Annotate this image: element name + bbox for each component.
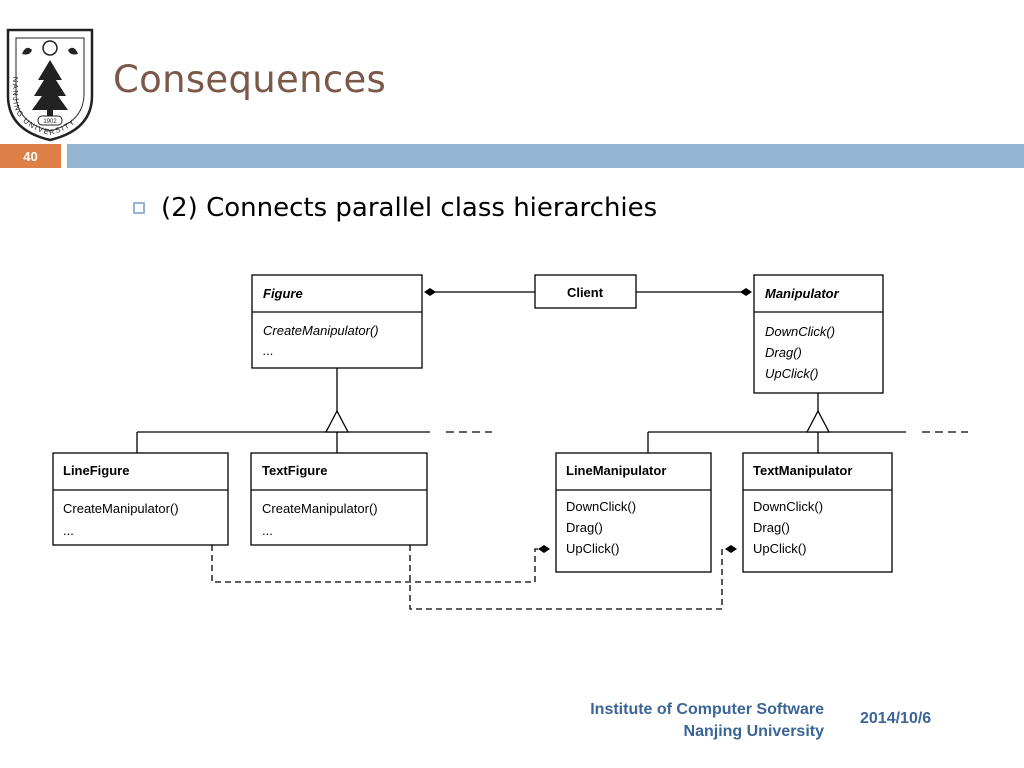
- slide-title: Consequences: [113, 58, 387, 101]
- class-name-line-manipulator: LineManipulator: [566, 463, 666, 478]
- footer-university-line: Nanjing University: [683, 723, 824, 740]
- text-manipulator-op: DownClick(): [753, 499, 823, 514]
- class-name-client: Client: [567, 285, 604, 300]
- class-box-line-figure: LineFigure CreateManipulator() ...: [52, 452, 229, 546]
- class-name-text-manipulator: TextManipulator: [753, 463, 852, 478]
- footer-institute: Institute of Computer Software Nanjing U…: [590, 699, 824, 743]
- slide-number: 40: [0, 144, 61, 168]
- bullet-text: (2) Connects parallel class hierarchies: [161, 193, 658, 223]
- class-box-manipulator: Manipulator DownClick() Drag() UpClick(): [753, 274, 884, 394]
- figure-op: CreateManipulator(): [263, 323, 379, 338]
- bullet-item: (2) Connects parallel class hierarchies: [133, 193, 657, 223]
- line-manipulator-op: DownClick(): [566, 499, 636, 514]
- manipulator-op: Drag(): [765, 345, 802, 360]
- footer-institute-line: Institute of Computer Software: [590, 701, 824, 718]
- class-name-line-figure: LineFigure: [63, 463, 129, 478]
- class-name-text-figure: TextFigure: [262, 463, 328, 478]
- text-manipulator-op: Drag(): [753, 520, 790, 535]
- title-accent-bar: [67, 144, 1024, 168]
- line-figure-op: CreateManipulator(): [63, 501, 179, 516]
- class-box-line-manipulator: LineManipulator DownClick() Drag() UpCli…: [555, 452, 712, 573]
- text-figure-op: ...: [262, 523, 273, 538]
- figure-op: ...: [263, 343, 274, 358]
- class-name-manipulator: Manipulator: [765, 286, 840, 301]
- class-name-figure: Figure: [263, 286, 303, 301]
- text-manipulator-op: UpClick(): [753, 541, 806, 556]
- class-box-client: Client: [534, 274, 637, 309]
- line-manipulator-op: UpClick(): [566, 541, 619, 556]
- manipulator-op: UpClick(): [765, 366, 818, 381]
- class-box-figure: Figure CreateManipulator() ...: [251, 274, 423, 369]
- square-bullet-icon: [133, 202, 145, 214]
- line-manipulator-op: Drag(): [566, 520, 603, 535]
- class-box-text-figure: TextFigure CreateManipulator() ...: [250, 452, 428, 546]
- manipulator-op: DownClick(): [765, 324, 835, 339]
- class-box-text-manipulator: TextManipulator DownClick() Drag() UpCli…: [742, 452, 893, 573]
- line-figure-op: ...: [63, 523, 74, 538]
- footer-date: 2014/10/6: [860, 710, 932, 727]
- logo-year: 1902: [43, 119, 57, 125]
- text-figure-op: CreateManipulator(): [262, 501, 378, 516]
- university-logo-icon: 1902 NANJING UNIVERSITY: [6, 28, 94, 142]
